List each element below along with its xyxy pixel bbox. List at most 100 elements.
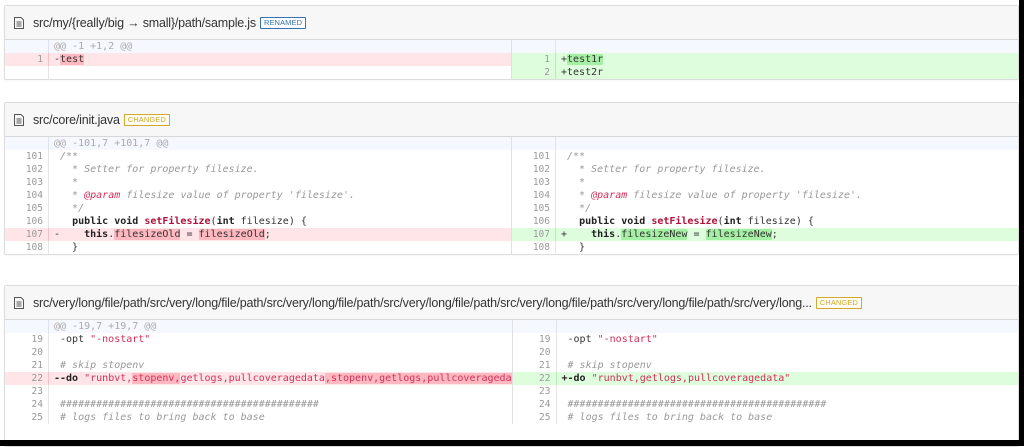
status-badge: CHANGED [815, 296, 862, 309]
line-number[interactable]: 22 [5, 372, 49, 385]
code-token: # skip stopenv [54, 360, 145, 371]
line-number[interactable]: 108 [5, 241, 49, 254]
line-number[interactable]: 106 [512, 215, 556, 228]
line-number[interactable]: 105 [512, 202, 556, 215]
line-number[interactable]: 22 [513, 372, 557, 385]
line-number[interactable]: 108 [512, 241, 556, 254]
line-code: */ [556, 202, 1018, 215]
line-number[interactable]: 102 [5, 163, 49, 176]
line-number[interactable]: 23 [5, 385, 49, 398]
line-code: public void setFilesize(int filesize) { [49, 215, 511, 228]
code-token: * [561, 177, 586, 188]
context-line: 21 # skip stopenv [5, 359, 512, 372]
code-token: int [723, 216, 742, 227]
line-number[interactable]: 25 [5, 411, 49, 424]
context-line: 108 } [512, 241, 1018, 254]
context-line: 102 * Setter for property filesize. [512, 163, 1018, 176]
line-code: # skip stopenv [49, 359, 512, 372]
line-number[interactable]: 107 [5, 228, 49, 241]
file-header[interactable]: src/core/init.java CHANGED [5, 103, 1018, 137]
code-token: getlogs,pullcoveragedata [180, 373, 325, 384]
code-token: setFilesize [144, 216, 211, 227]
line-number[interactable]: 103 [512, 176, 556, 189]
line-code: * [49, 176, 511, 189]
file-header[interactable]: src/very/long/file/path/src/very/long/fi… [5, 286, 1018, 320]
line-number[interactable]: 2 [512, 66, 556, 79]
line-number [512, 137, 556, 150]
hunk-text [557, 320, 1019, 333]
code-token: this [591, 229, 616, 240]
line-number[interactable]: 20 [5, 346, 49, 359]
line-code: +-do "runbvt,getlogs,pullcoveragedata" [557, 372, 1019, 385]
code-token: this [84, 229, 109, 240]
code-token: ( [717, 216, 724, 227]
line-code: - this.filesizeOld = filesizeOld; [49, 228, 511, 241]
file-header[interactable]: src/my/{really/big → small}/path/sample.… [5, 6, 1018, 40]
code-token: } [54, 242, 79, 253]
code-token: @param [591, 190, 628, 201]
changed-token: filesizeNew [705, 229, 772, 240]
code-token: --do [54, 373, 85, 384]
line-number[interactable]: 105 [5, 202, 49, 215]
context-line: 106 public void setFilesize(int filesize… [5, 215, 511, 228]
code-token: + [561, 54, 568, 65]
file-path[interactable]: src/very/long/file/path/src/very/long/fi… [33, 295, 812, 310]
line-code: * [556, 176, 1018, 189]
line-number[interactable]: 19 [5, 333, 49, 346]
line-number[interactable]: 1 [512, 53, 556, 66]
line-number[interactable]: 1 [5, 53, 49, 66]
line-number[interactable]: 104 [512, 189, 556, 202]
line-number [5, 40, 49, 53]
file-icon [14, 113, 24, 126]
context-line: 20 [513, 346, 1019, 359]
line-number[interactable]: 21 [5, 359, 49, 372]
line-number [5, 137, 49, 150]
context-line: 105 */ [5, 202, 511, 215]
line-number[interactable]: 20 [513, 346, 557, 359]
line-code: /** [556, 150, 1018, 163]
line-number[interactable]: 103 [5, 176, 49, 189]
code-token: filesize) { [741, 216, 814, 227]
context-line: 24 #####################################… [5, 398, 512, 411]
line-number[interactable]: 102 [512, 163, 556, 176]
line-number[interactable]: 24 [5, 398, 49, 411]
code-token: ########################################… [54, 399, 319, 410]
line-code: * Setter for property filesize. [49, 163, 511, 176]
file-diff-card: src/very/long/file/path/src/very/long/fi… [4, 285, 1019, 447]
context-line: 23 [5, 385, 512, 398]
context-line: 102 * Setter for property filesize. [5, 163, 511, 176]
line-code: */ [49, 202, 511, 215]
line-number[interactable]: 104 [5, 189, 49, 202]
line-number[interactable]: 23 [513, 385, 557, 398]
file-path[interactable]: src/my/{really/big → small}/path/sample.… [33, 15, 256, 30]
context-line: 21 # skip stopenv [513, 359, 1019, 372]
line-code: # logs files to bring back to base [557, 411, 1019, 424]
line-number[interactable]: 19 [513, 333, 557, 346]
code-token: - [54, 54, 61, 65]
line-code: ########################################… [49, 398, 512, 411]
file-diff-card: src/my/{really/big → small}/path/sample.… [4, 5, 1019, 80]
code-token: public void [579, 216, 652, 227]
code-token: * [561, 190, 592, 201]
line-number[interactable]: 101 [5, 150, 49, 163]
line-number[interactable]: 24 [513, 398, 557, 411]
code-token: /** [561, 151, 586, 162]
hunk-text [556, 40, 1018, 53]
line-number[interactable]: 21 [513, 359, 557, 372]
deleted-line: 22--do "runbvt,stopenv,getlogs,pullcover… [5, 372, 512, 385]
code-token: + [561, 229, 592, 240]
code-token: } [561, 242, 586, 253]
left-pane: @@ -101,7 +101,7 @@101 /**102 * Setter f… [5, 137, 512, 254]
changed-token: ,stopenv,getlogs,pullcoveragedata" [324, 373, 512, 384]
file-path[interactable]: src/core/init.java [33, 112, 120, 127]
line-code: * Setter for property filesize. [556, 163, 1018, 176]
line-number[interactable]: 25 [513, 411, 557, 424]
line-number[interactable]: 107 [512, 228, 556, 241]
line-number[interactable]: 101 [512, 150, 556, 163]
line-number[interactable] [5, 66, 49, 79]
code-token: int [216, 216, 235, 227]
line-number[interactable]: 106 [5, 215, 49, 228]
added-line: 22+-do "runbvt,getlogs,pullcoveragedata" [512, 372, 1019, 385]
